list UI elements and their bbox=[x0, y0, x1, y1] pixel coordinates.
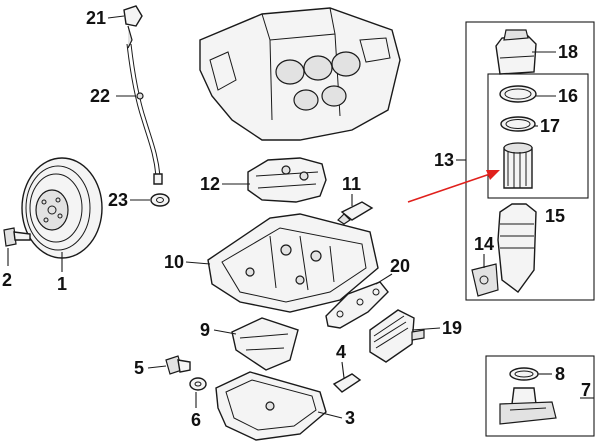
pulley-bolt bbox=[3, 227, 31, 247]
filter-kit-box-13 bbox=[465, 21, 595, 301]
engine-block bbox=[199, 7, 401, 141]
callout-4: 4 bbox=[336, 342, 346, 362]
callout-10: 10 bbox=[164, 252, 184, 272]
upper-cover-12 bbox=[247, 157, 327, 203]
callout-13: 13 bbox=[434, 150, 454, 170]
callout-3: 3 bbox=[345, 408, 355, 428]
callout-21: 21 bbox=[86, 8, 106, 28]
callout-22: 22 bbox=[90, 86, 110, 106]
callout-2: 2 bbox=[2, 270, 12, 290]
callout-17: 17 bbox=[540, 116, 560, 136]
sensor-4 bbox=[332, 373, 362, 393]
callout-19: 19 bbox=[442, 318, 462, 338]
seal-ring-17 bbox=[500, 116, 536, 132]
washer-6 bbox=[189, 377, 207, 391]
oil-level-sensor bbox=[499, 387, 557, 425]
washer-23 bbox=[150, 193, 170, 207]
oil-cooler-19 bbox=[369, 309, 425, 363]
callout-9: 9 bbox=[200, 320, 210, 340]
callout-14: 14 bbox=[474, 234, 494, 254]
callout-15: 15 bbox=[545, 206, 565, 226]
callout-20: 20 bbox=[390, 256, 410, 276]
filter-housing-14 bbox=[471, 203, 537, 297]
callout-12: 12 bbox=[200, 174, 220, 194]
red-callout-arrow bbox=[407, 170, 500, 203]
bracket-20 bbox=[325, 281, 389, 329]
filter-element-box-15 bbox=[487, 73, 589, 199]
callout-18: 18 bbox=[558, 42, 578, 62]
callout-7: 7 bbox=[581, 380, 591, 400]
filter-cap-18 bbox=[495, 29, 537, 75]
sensor-box-7 bbox=[485, 355, 595, 437]
callout-6: 6 bbox=[191, 410, 201, 430]
sensor-5 bbox=[165, 355, 191, 375]
leader-lines bbox=[7, 15, 594, 419]
baffle-9 bbox=[231, 317, 299, 371]
sensor-11 bbox=[337, 201, 374, 225]
crankshaft-pulley bbox=[21, 157, 103, 259]
callout-1: 1 bbox=[57, 274, 67, 294]
callout-5: 5 bbox=[134, 358, 144, 378]
callout-8: 8 bbox=[555, 364, 565, 384]
lower-oil-pan-3 bbox=[215, 371, 327, 441]
oring-8 bbox=[509, 367, 539, 381]
seal-ring-16 bbox=[499, 85, 537, 103]
callout-labels: 21 22 23 2 1 12 11 10 20 19 9 4 5 6 3 18… bbox=[2, 8, 591, 430]
filter-element bbox=[503, 142, 533, 189]
oil-dipstick-assembly bbox=[123, 5, 163, 185]
callout-16: 16 bbox=[558, 86, 578, 106]
callout-11: 11 bbox=[342, 174, 361, 194]
oil-pan-10 bbox=[207, 213, 379, 313]
callout-23: 23 bbox=[108, 190, 128, 210]
